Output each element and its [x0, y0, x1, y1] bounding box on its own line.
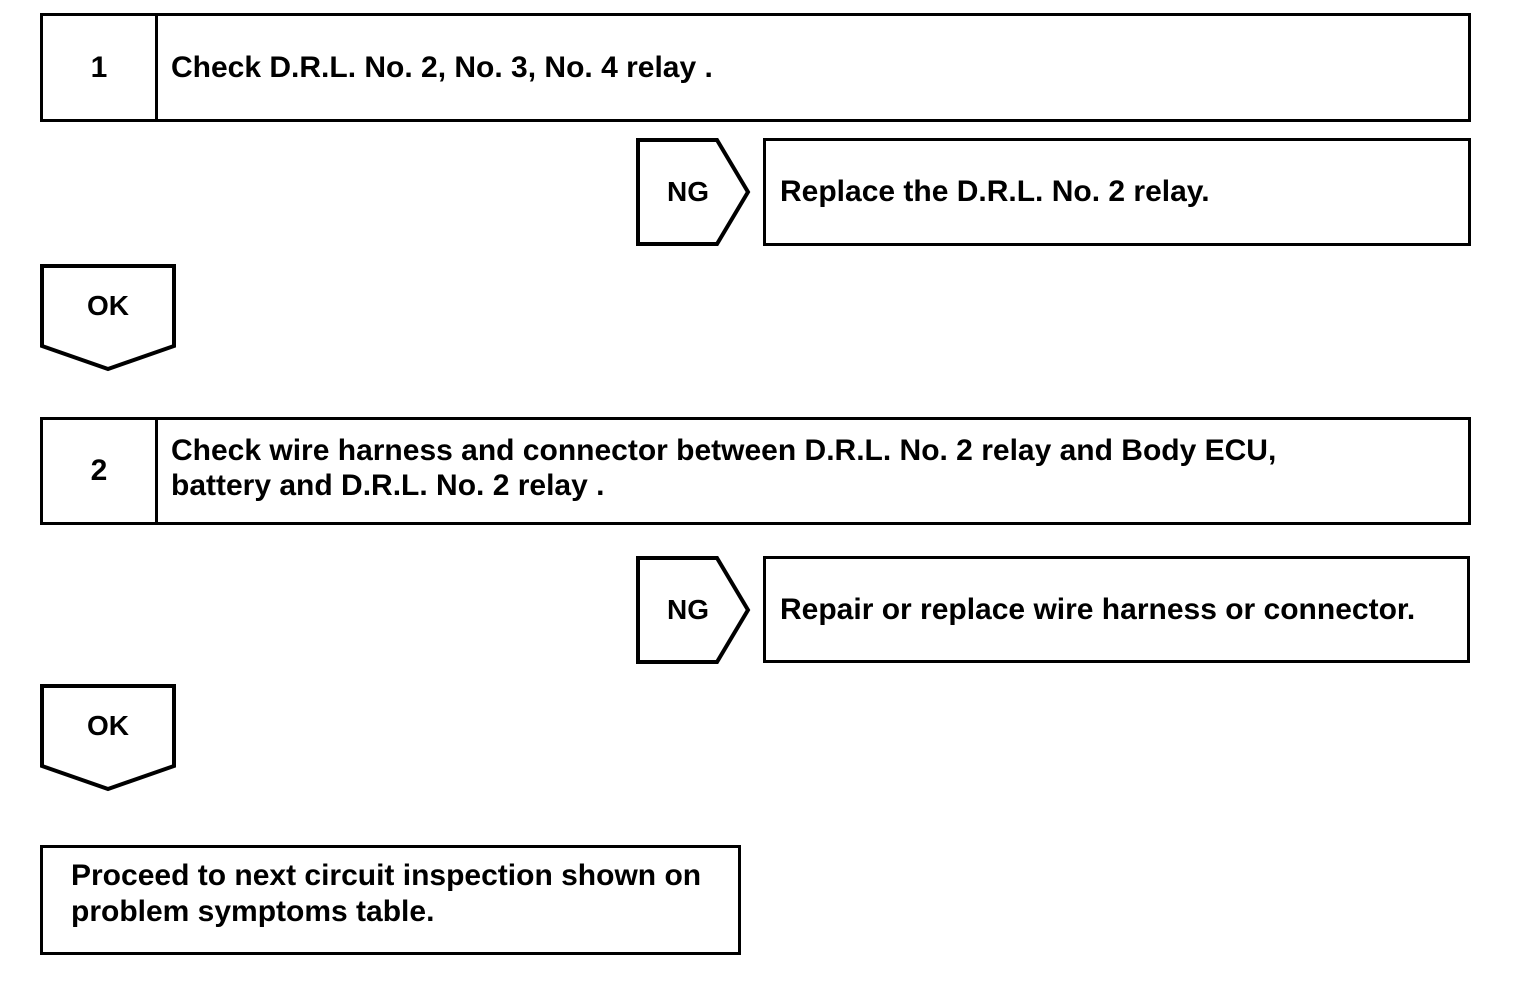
step-2-box: 2 Check wire harness and connector betwe… [40, 417, 1471, 525]
step-1-box: 1 Check D.R.L. No. 2, No. 3, No. 4 relay… [40, 13, 1471, 122]
final-result-line-1: Proceed to next circuit inspection shown… [71, 859, 702, 892]
final-result-box: Proceed to next circuit inspection shown… [40, 845, 741, 955]
step-2-ok-arrow-shape [40, 684, 176, 792]
step-2-number: 2 [43, 420, 158, 522]
step-2-instruction-line-2: battery and D.R.L. No. 2 relay . [171, 469, 605, 502]
step-1-ng-arrow-shape [636, 138, 751, 246]
step-1-number: 1 [43, 16, 158, 119]
step-1-ng-result-box: Replace the D.R.L. No. 2 relay. [763, 138, 1471, 246]
final-result-line-2: problem symptoms table. [71, 895, 435, 928]
step-2-ng-arrow-shape [636, 556, 751, 664]
step-2-instruction-line-1: Check wire harness and connector between… [171, 434, 1277, 467]
step-1-ok-arrow-shape [40, 264, 176, 372]
step-1-ng-result-text: Replace the D.R.L. No. 2 relay. [780, 175, 1210, 208]
step-1-instruction-line-1: Check D.R.L. No. 2, No. 3, No. 4 relay . [171, 51, 713, 84]
step-2-ng-result-box: Repair or replace wire harness or connec… [763, 556, 1470, 663]
step-2-instruction: Check wire harness and connector between… [158, 420, 1468, 522]
step-1-instruction: Check D.R.L. No. 2, No. 3, No. 4 relay . [158, 16, 1468, 119]
step-2-ng-result-text: Repair or replace wire harness or connec… [780, 592, 1416, 626]
